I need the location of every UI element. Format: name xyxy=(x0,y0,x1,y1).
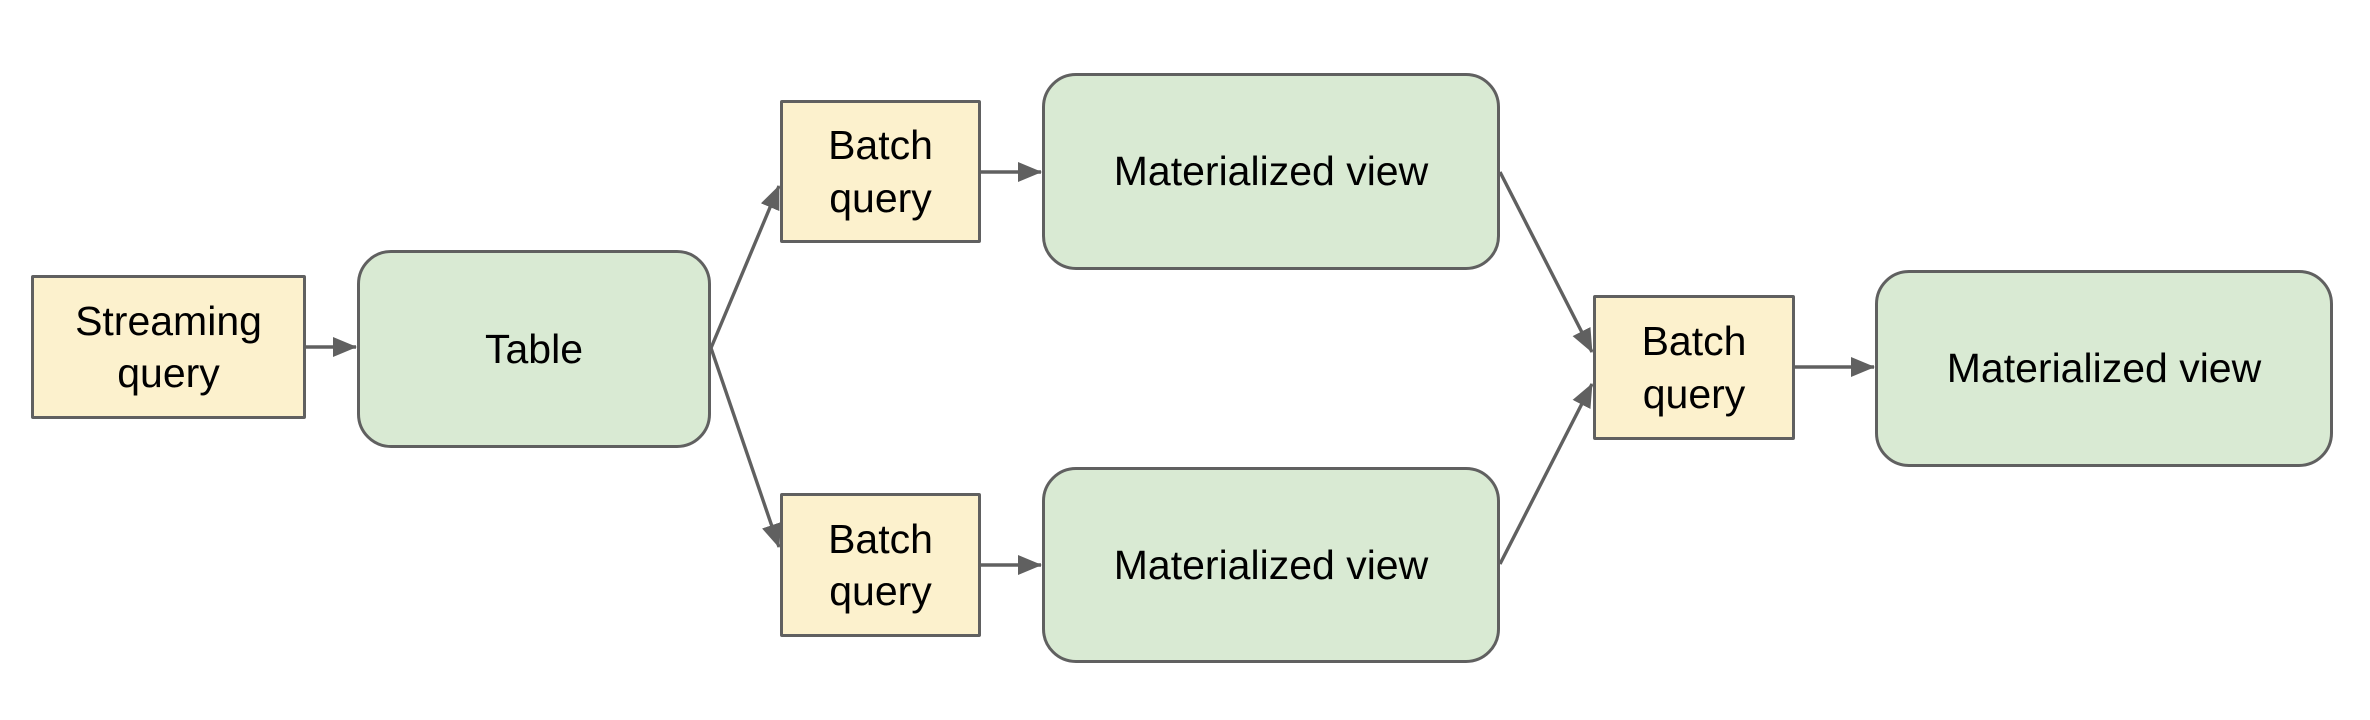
node-batch-query-bottom: Batch query xyxy=(780,493,981,637)
node-label: Batch query xyxy=(1641,318,1747,417)
node-materialized-view-bottom: Materialized view xyxy=(1042,467,1500,663)
node-table: Table xyxy=(357,250,711,448)
node-label: Materialized view xyxy=(1113,148,1429,195)
node-label: Batch query xyxy=(828,122,933,221)
edge-materialized-view-bottom-to-batch-query-merge xyxy=(1498,383,1594,565)
node-streaming-query: Streaming query xyxy=(31,275,306,419)
node-label: Table xyxy=(484,325,583,372)
node-materialized-view-top: Materialized view xyxy=(1042,73,1500,270)
edge-table-to-batch-query-top xyxy=(709,185,781,349)
node-batch-query-merge: Batch query xyxy=(1593,295,1795,440)
edge-materialized-view-top-to-batch-query-merge xyxy=(1498,171,1594,353)
node-label: Materialized view xyxy=(1946,345,2262,392)
node-materialized-view-final: Materialized view xyxy=(1875,270,2333,467)
edge-table-to-batch-query-bottom xyxy=(709,347,782,548)
node-label: Batch query xyxy=(828,515,933,614)
node-batch-query-top: Batch query xyxy=(780,100,981,243)
node-label: Streaming query xyxy=(75,297,262,396)
node-label: Materialized view xyxy=(1113,541,1429,588)
